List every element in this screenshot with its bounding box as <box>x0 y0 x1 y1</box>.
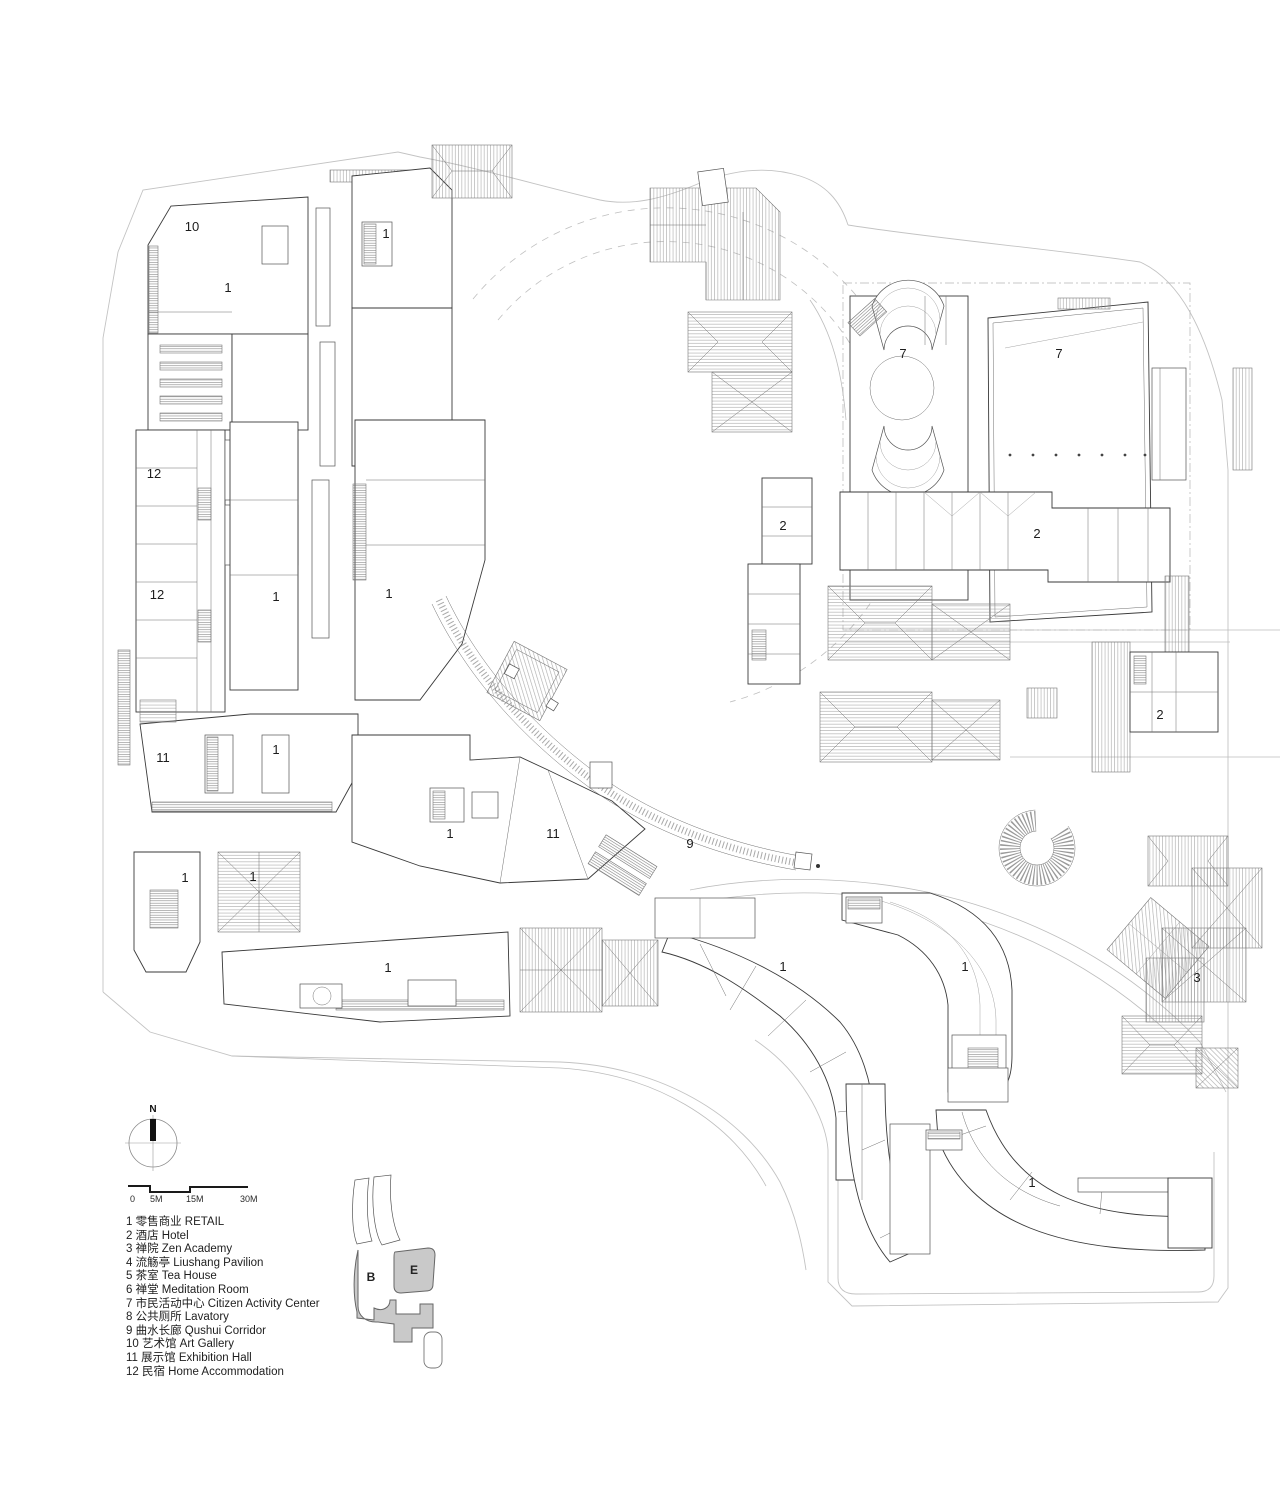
legend-item: 10 艺术馆 Art Gallery <box>126 1338 234 1351</box>
building-number: 7 <box>1055 346 1062 361</box>
building-number: 2 <box>1033 526 1040 541</box>
keyplan-area-label: B <box>367 1270 376 1284</box>
north-roof-pavilions <box>431 144 793 433</box>
keyplan-area-e <box>393 1247 436 1294</box>
center-exhibition-cluster <box>351 640 658 896</box>
scale-bar: 0 5M 15M 30M <box>128 1185 258 1204</box>
legend-item: 6 禅堂 Meditation Room <box>126 1283 249 1296</box>
legend-item: 5 茶室 Tea House <box>126 1270 217 1283</box>
building-number: 11 <box>156 750 170 765</box>
legend-item: 11 展示馆 Exhibition Hall <box>126 1351 252 1364</box>
legend-item: 1 零售商业 RETAIL <box>126 1216 225 1228</box>
building-number: 7 <box>899 346 906 361</box>
building-number: 1 <box>272 589 279 604</box>
building-number: 1 <box>224 280 231 295</box>
scalebar-tick-label: 5M <box>150 1194 163 1204</box>
building-number: 9 <box>686 836 693 851</box>
sw-exhibition-cluster <box>133 699 659 1023</box>
building-number: 1 <box>382 226 389 241</box>
north-arrow: N <box>125 1104 181 1171</box>
legend-item: 9 曲水长廊 Qushui Corridor <box>126 1324 266 1337</box>
scalebar-tick-label: 0 <box>130 1194 135 1204</box>
legend-item: 12 民宿 Home Accommodation <box>126 1365 284 1378</box>
building-number: 1 <box>961 959 968 974</box>
scalebar-tick-label: 30M <box>240 1194 258 1204</box>
building-number: 3 <box>1193 970 1200 985</box>
building-number: 1 <box>385 586 392 601</box>
building-number: 1 <box>384 960 391 975</box>
building-number: 1 <box>779 959 786 974</box>
zen-academy-cluster <box>1106 835 1263 1089</box>
building-number: 12 <box>147 466 161 481</box>
se-curved-retail <box>845 1067 1213 1263</box>
keyplan-area-b <box>353 1249 434 1343</box>
liushang-pavilion <box>998 802 1082 887</box>
building-number: 12 <box>150 587 164 602</box>
building-number: 11 <box>546 826 560 841</box>
legend-item: 3 禅院 Zen Academy <box>126 1243 233 1256</box>
scalebar-tick-label: 15M <box>186 1194 204 1204</box>
legend-item: 4 流觞亭 Liushang Pavilion <box>126 1256 264 1269</box>
building-number: 1 <box>1028 1175 1035 1190</box>
qushui-corridor <box>431 595 820 871</box>
building-number: 1 <box>446 826 453 841</box>
keyplan-area-label: E <box>410 1263 418 1277</box>
building-number: 10 <box>185 219 199 234</box>
hotel-zone <box>747 477 1219 773</box>
building-number: 1 <box>272 742 279 757</box>
legend-item: 2 酒店 Hotel <box>126 1229 189 1242</box>
building-number: 1 <box>249 869 256 884</box>
building-number: 1 <box>181 870 188 885</box>
legend-item: 7 市民活动中心 Citizen Activity Center <box>126 1297 320 1310</box>
legend-item: 8 公共厕所 Lavatory <box>126 1311 229 1324</box>
building-number: 2 <box>779 518 786 533</box>
building-number: 2 <box>1156 707 1163 722</box>
north-label: N <box>149 1104 156 1115</box>
